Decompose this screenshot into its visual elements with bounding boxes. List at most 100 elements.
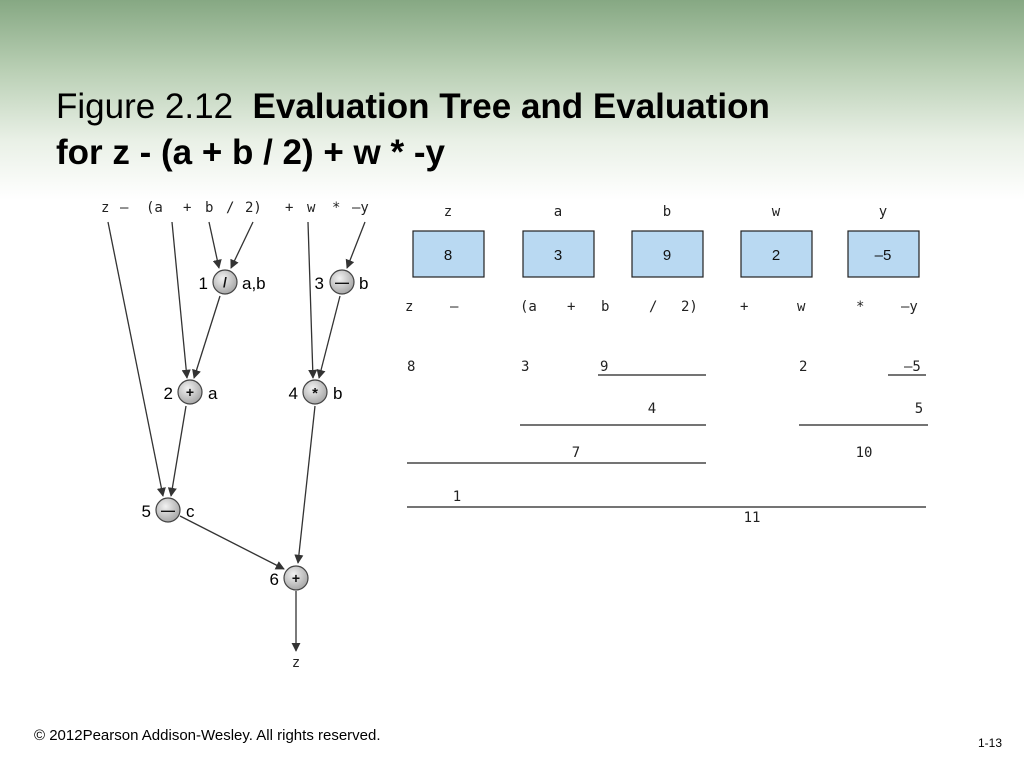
tree-token: 2) <box>245 200 262 216</box>
node-number: 6 <box>270 570 279 589</box>
eval-token: w <box>797 299 806 315</box>
node-circle <box>329 269 355 295</box>
eval-token: / <box>649 299 657 315</box>
node-circle <box>302 379 328 405</box>
node-number: 1 <box>199 274 208 293</box>
variable-box-y <box>847 230 920 278</box>
eval-token: b <box>601 299 609 315</box>
node-label: b <box>333 384 342 403</box>
tree-token: + <box>285 200 293 216</box>
variable-name: a <box>554 204 562 220</box>
variable-box-z <box>412 230 485 278</box>
variable-table: z a b w y 8 3 9 2 –5 <box>412 204 920 278</box>
variable-names: z a b w y <box>444 204 887 220</box>
tree-node-1: / 1 a,b <box>199 269 266 295</box>
node-operator: * <box>312 385 318 402</box>
tree-token: (a <box>146 200 163 216</box>
node-operator: / <box>223 274 227 290</box>
tree-token: — <box>120 200 129 216</box>
title-line-2: for z - (a + b / 2) + w * -y <box>56 133 445 172</box>
figure-number: Figure 2.12 <box>56 87 234 126</box>
substituted-value: 8 <box>407 359 415 375</box>
partial-result: 1 <box>453 489 461 505</box>
variable-value: –5 <box>875 247 892 264</box>
evaluation-underlines <box>407 374 928 508</box>
partial-result: 4 <box>648 401 656 417</box>
tree-node-5: — 5 c <box>142 497 195 523</box>
edge-node2-to-node5 <box>167 405 187 497</box>
tree-node-3: — 3 b <box>315 269 368 295</box>
variable-name: z <box>444 204 452 220</box>
edge-b-to-node1 <box>208 221 222 269</box>
edge-node1-to-node2 <box>192 295 221 379</box>
variable-name: w <box>772 204 781 220</box>
slide-title: Figure 2.12 Evaluation Tree and Evaluati… <box>56 84 770 176</box>
edge-node3-to-node4 <box>316 295 341 379</box>
substituted-value: 2 <box>799 359 807 375</box>
node-number: 5 <box>142 502 151 521</box>
variable-box-b <box>631 230 704 278</box>
evaluation-expression: z — (a + b / 2) + w * —y <box>405 299 918 315</box>
node-circle <box>177 379 203 405</box>
node-operator: — <box>161 502 175 518</box>
variable-value: 2 <box>772 247 780 264</box>
tree-token: + <box>183 200 191 216</box>
copyright-notice: © 2012Pearson Addison-Wesley. All rights… <box>34 727 381 744</box>
variable-name: y <box>879 204 887 220</box>
node-label: b <box>359 274 368 293</box>
tree-token: b <box>205 200 213 216</box>
edge-z-to-node5 <box>107 221 166 497</box>
tree-token: * <box>332 200 340 216</box>
tree-node-2: + 2 a <box>164 379 218 405</box>
edge-y-to-node3 <box>345 221 366 269</box>
substituted-values: 8 3 9 2 –5 <box>407 359 921 375</box>
variable-name: b <box>663 204 671 220</box>
node-circle <box>155 497 181 523</box>
partial-result: 10 <box>856 445 873 461</box>
partial-result: 5 <box>915 401 923 417</box>
edge-a-to-node2 <box>171 221 191 379</box>
node-operator: + <box>186 384 194 400</box>
partial-result: 7 <box>572 445 580 461</box>
node-circle <box>212 269 238 295</box>
substituted-value: –5 <box>904 359 921 375</box>
eval-token: z <box>405 299 413 315</box>
substituted-value: 9 <box>600 359 608 375</box>
eval-token: —y <box>901 299 918 315</box>
edge-2-to-node1 <box>230 221 254 269</box>
page-number: 1-13 <box>978 736 1003 750</box>
evaluation-tree: z — (a + b / 2) + w * –y <box>101 200 369 671</box>
tree-expression: z — (a + b / 2) + w * –y <box>101 200 369 216</box>
eval-token: (a <box>520 299 537 315</box>
variable-value: 8 <box>444 247 452 264</box>
substituted-value: 3 <box>521 359 529 375</box>
node-label: c <box>186 502 195 521</box>
node-number: 4 <box>289 384 298 403</box>
variable-box-a <box>522 230 595 278</box>
variable-box-w <box>740 230 813 278</box>
node-number: 3 <box>315 274 324 293</box>
tree-token: w <box>307 200 316 216</box>
variable-value: 3 <box>554 247 562 264</box>
eval-token: — <box>450 299 459 315</box>
header-gradient-background <box>0 0 1024 200</box>
tree-node-6: + 6 <box>270 565 309 591</box>
tree-result-label: z <box>292 655 300 671</box>
tree-token: –y <box>352 200 369 216</box>
edge-node5-to-node6 <box>179 515 285 570</box>
node-label: a,b <box>242 274 266 293</box>
eval-token: + <box>567 299 575 315</box>
edge-w-to-node4 <box>307 221 318 379</box>
node-number: 2 <box>164 384 173 403</box>
variable-values: 8 3 9 2 –5 <box>444 247 892 264</box>
edge-node4-to-node6 <box>294 405 316 564</box>
title-line-1: Evaluation Tree and Evaluation <box>252 87 770 126</box>
node-operator: + <box>292 570 300 586</box>
variable-boxes <box>412 230 920 278</box>
node-operator: — <box>335 274 349 290</box>
tree-token: / <box>226 200 234 216</box>
eval-token: 2) <box>681 299 698 315</box>
tree-edges <box>107 221 366 652</box>
tree-token: z <box>101 200 109 216</box>
